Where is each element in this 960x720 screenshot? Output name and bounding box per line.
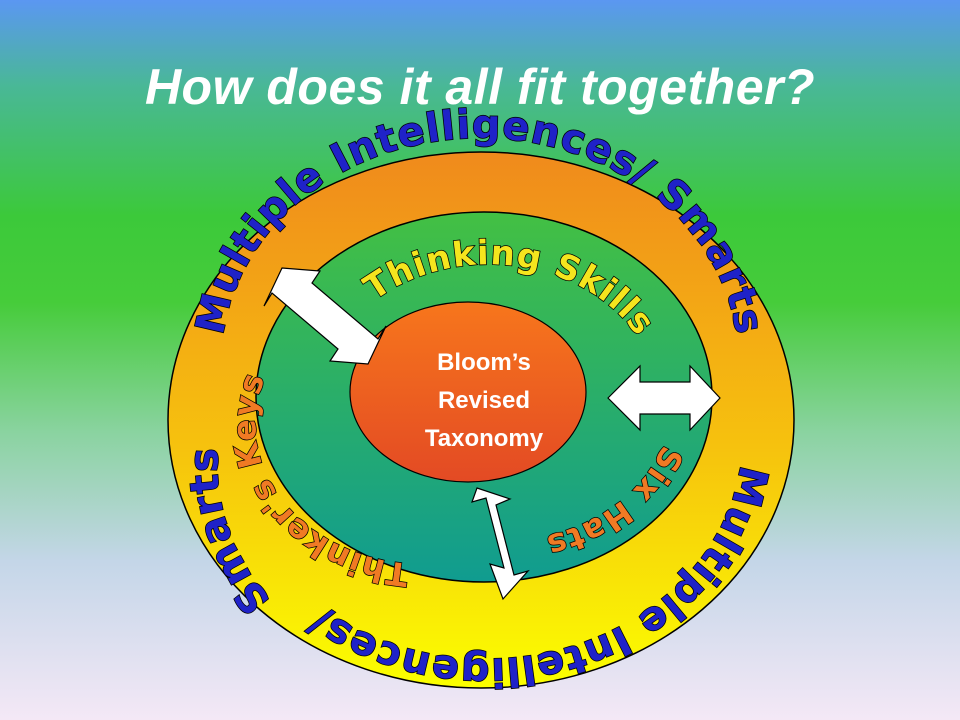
- center-ellipse: [349, 301, 587, 483]
- center-line-2: Revised: [438, 387, 530, 414]
- arrow-bottom: [471, 487, 530, 601]
- arrow-right: [607, 364, 721, 432]
- arrow-upper-left: [263, 267, 387, 365]
- center-line-3: Taxonomy: [425, 425, 544, 452]
- center-line-1: Bloom’s: [437, 349, 531, 376]
- slide-title: How does it all fit together?: [144, 59, 816, 115]
